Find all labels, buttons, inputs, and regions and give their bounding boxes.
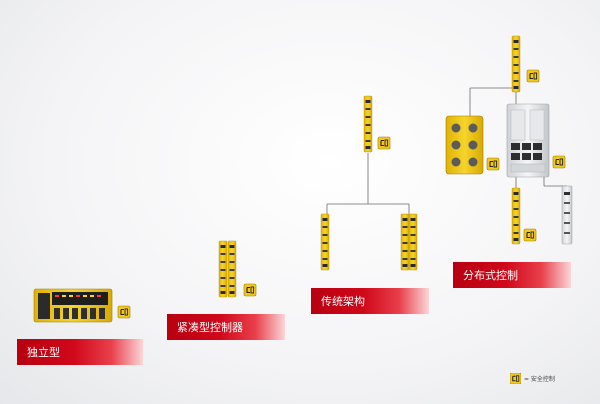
legend-label: = 安全控制: [524, 376, 555, 383]
traditional-io-module-right: [400, 213, 418, 271]
safety-controller-icon: [552, 155, 566, 169]
standalone-banner: 独立型: [17, 339, 143, 365]
safety-controller-icon: [510, 373, 521, 384]
legend: = 安全控制: [510, 373, 555, 384]
safety-controller-icon: [117, 305, 131, 319]
traditional-connector-lines: [326, 153, 410, 214]
safety-controller-icon: [523, 228, 537, 242]
safety-controller-icon: [377, 136, 391, 150]
distributed-top-module: [511, 35, 521, 93]
standalone-label: 独立型: [27, 346, 60, 359]
standalone-controller: [33, 288, 113, 323]
compact-controller-module: [218, 240, 237, 298]
traditional-architecture-banner: 传统架构: [311, 288, 429, 314]
compact-controller-banner: 紧凑型控制器: [167, 314, 285, 340]
safety-controller-icon: [486, 157, 500, 171]
traditional-central-controller: [363, 95, 373, 153]
traditional-architecture-label: 传统架构: [321, 295, 365, 308]
distributed-io-module-right: [561, 185, 573, 245]
safety-controller-icon: [526, 69, 540, 83]
traditional-io-module-left: [320, 213, 330, 271]
distributed-io-module-left: [511, 187, 521, 245]
distributed-control-label: 分布式控制: [463, 269, 518, 282]
safety-controller-icon: [243, 283, 257, 297]
distributed-io-block: [445, 115, 484, 175]
distributed-central-controller: [506, 103, 550, 178]
compact-controller-label: 紧凑型控制器: [177, 321, 243, 334]
distributed-control-banner: 分布式控制: [453, 262, 571, 288]
